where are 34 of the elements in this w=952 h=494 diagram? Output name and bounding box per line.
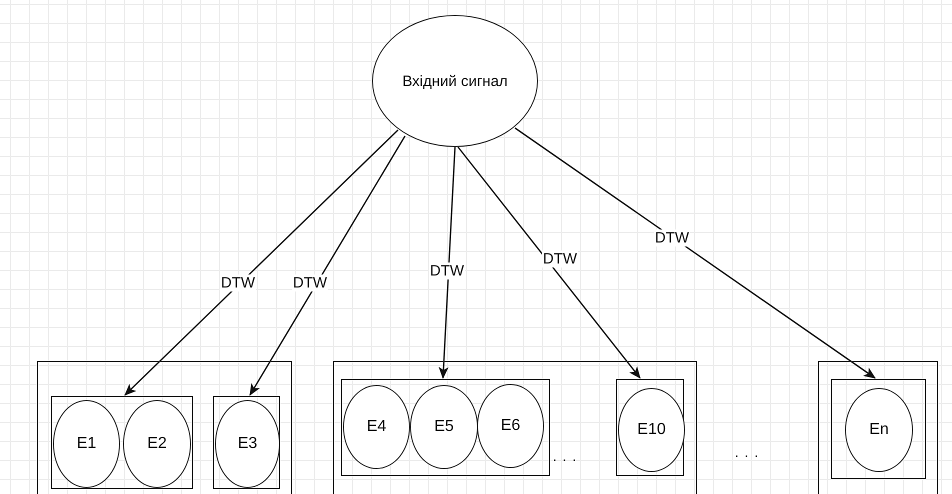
element-circle bbox=[618, 388, 685, 472]
node-label: E3 bbox=[238, 435, 258, 453]
arrow bbox=[249, 136, 406, 396]
node-label: En bbox=[869, 421, 889, 439]
arrow bbox=[514, 127, 876, 379]
node-label: E4 bbox=[366, 418, 386, 436]
arrow bbox=[438, 146, 456, 379]
element-circle bbox=[53, 400, 120, 488]
element-circle bbox=[343, 385, 410, 469]
subgroup-box bbox=[341, 379, 550, 476]
element-circle bbox=[410, 385, 478, 469]
element-circle bbox=[477, 384, 544, 468]
node-label: Вхідний сигнал bbox=[402, 72, 508, 90]
subgroup-box bbox=[616, 379, 684, 476]
element-circle bbox=[123, 400, 191, 488]
node-label: E1 bbox=[76, 435, 96, 453]
edge-label: DTW bbox=[220, 274, 256, 292]
arrow bbox=[457, 146, 641, 379]
edge-label: DTW bbox=[542, 250, 578, 268]
edge-label: DTW bbox=[292, 274, 328, 292]
edge-label: DTW bbox=[654, 230, 690, 246]
node-label: E10 bbox=[637, 421, 666, 439]
arrow bbox=[124, 130, 398, 396]
node-label: E6 bbox=[500, 417, 520, 435]
node-label: E2 bbox=[147, 435, 167, 453]
subgroup-box bbox=[51, 396, 193, 489]
group-box bbox=[37, 361, 292, 494]
group-box bbox=[818, 361, 938, 494]
group-box bbox=[333, 361, 697, 494]
edge-label: DTW bbox=[428, 262, 466, 280]
ellipsis-text: . . . bbox=[552, 448, 578, 464]
ellipsis-text: . . . bbox=[734, 444, 760, 460]
node-label: E5 bbox=[434, 418, 454, 436]
subgroup-box bbox=[831, 379, 926, 479]
